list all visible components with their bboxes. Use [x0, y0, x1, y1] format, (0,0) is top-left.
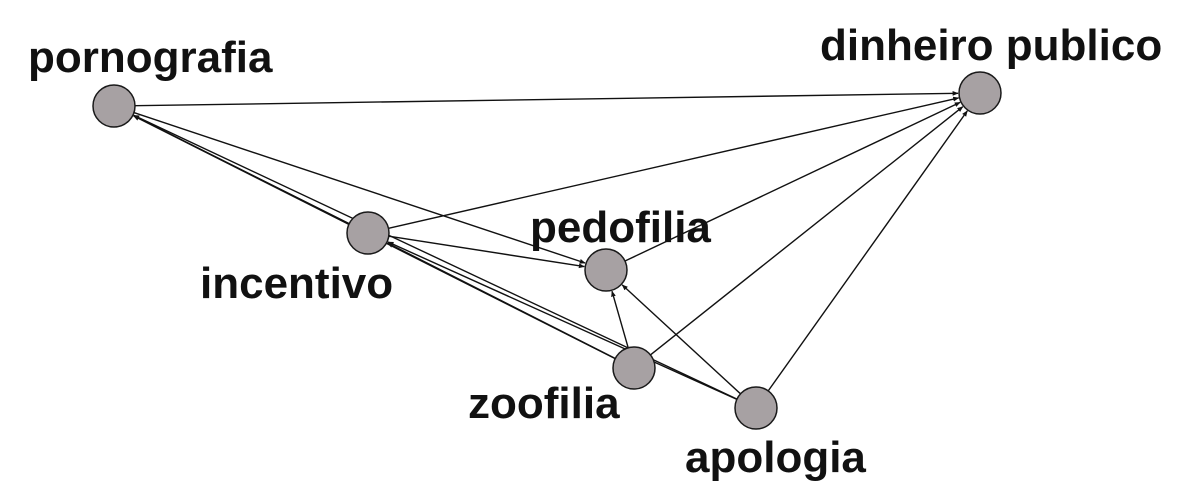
edge-pornografia-to-dinheiro — [134, 90, 959, 107]
edge-zoofilia-to-incentivo — [387, 242, 616, 360]
edge-pedofilia-to-dinheiro — [624, 101, 961, 262]
edge-incentivo-to-dinheiro — [388, 96, 960, 229]
edge-apologia-to-incentivo — [387, 241, 738, 401]
edge-incentivo-to-pedofilia — [388, 235, 585, 269]
node-zoofilia — [612, 346, 656, 390]
edge-zoofilia-to-pedofilia — [611, 290, 629, 348]
edge-zoofilia-to-dinheiro — [649, 106, 964, 356]
node-pedofilia — [584, 248, 628, 292]
node-label-zoofilia: zoofilia — [468, 379, 620, 428]
node-label-incentivo: incentivo — [200, 259, 393, 308]
node-incentivo — [346, 211, 390, 255]
edge-apologia-to-dinheiro — [767, 110, 968, 392]
node-pornografia — [92, 84, 136, 128]
labels-layer: pornografia dinheiro publico incentivo p… — [28, 21, 1162, 482]
node-label-dinheiro-publico: dinheiro publico — [820, 21, 1162, 70]
node-label-apologia: apologia — [685, 433, 866, 482]
node-dinheiro — [958, 71, 1002, 115]
node-label-pornografia: pornografia — [28, 33, 273, 82]
node-apologia — [734, 386, 778, 430]
edge-pornografia-to-pedofilia — [133, 111, 586, 264]
edge-apologia-to-pedofilia — [621, 284, 741, 395]
node-label-pedofilia: pedofilia — [530, 203, 711, 252]
nodes-layer — [92, 71, 1002, 430]
